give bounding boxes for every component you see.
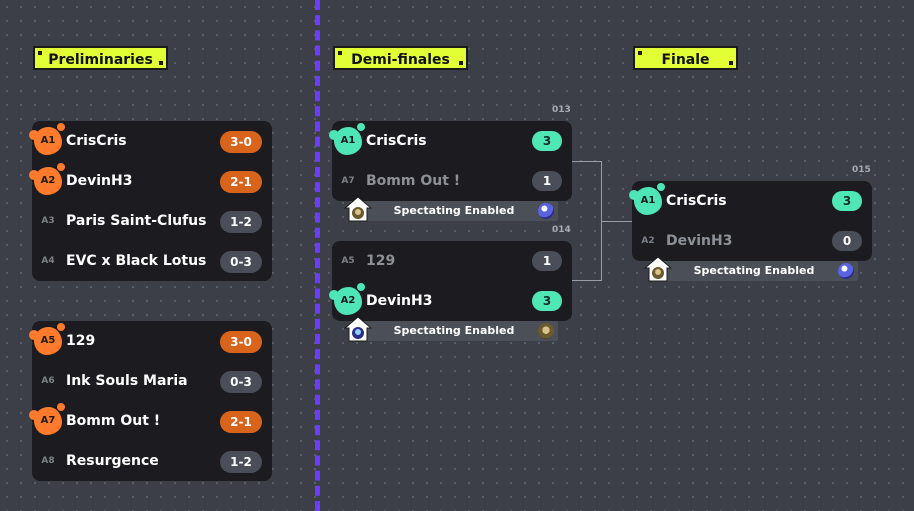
group-card: A5 129 3-0 A6 Ink Souls Maria 0-3 A7 Bom… — [29, 321, 272, 481]
match-score: 1 — [532, 171, 562, 191]
match-score: 0 — [832, 231, 862, 251]
team-name: Bomm Out ! — [66, 413, 161, 429]
match-score: 3 — [532, 131, 562, 151]
group-card: A1 CrisCris 3-0 A2 DevinH3 2-1 A3 Paris … — [29, 121, 272, 281]
group-team-row[interactable]: A1 CrisCris 3-0 — [29, 121, 272, 161]
match-score: 1 — [532, 251, 562, 271]
spectate-bar[interactable]: Spectating Enabled — [644, 256, 858, 282]
spectate-bar[interactable]: Spectating Enabled — [344, 316, 558, 342]
team-record: 2-1 — [220, 171, 262, 193]
team-name: DevinH3 — [366, 293, 433, 309]
stage-divider — [315, 0, 320, 511]
team-record: 3-0 — [220, 331, 262, 353]
team-name: Paris Saint-Clufus — [66, 213, 207, 229]
team-name: DevinH3 — [66, 173, 133, 189]
team-record: 2-1 — [220, 411, 262, 433]
team-name: 129 — [366, 253, 396, 269]
group-team-row[interactable]: A7 Bomm Out ! 2-1 — [29, 401, 272, 441]
seed-splat-icon: A1 — [29, 123, 65, 155]
player-avatar-icon — [538, 203, 554, 219]
team-record: 1-2 — [220, 211, 262, 233]
house-icon — [344, 316, 372, 342]
house-icon — [644, 256, 672, 282]
player-avatar-icon — [838, 263, 854, 279]
seed-label: A6 — [41, 376, 55, 386]
match-card[interactable]: A5 129 1 A2 DevinH3 3 — [329, 241, 572, 321]
stage-title-preliminaries: Preliminaries — [33, 46, 168, 70]
stage-title-label: Preliminaries — [48, 52, 153, 68]
spectate-label: Spectating Enabled — [393, 204, 515, 217]
seed-label: A3 — [41, 216, 55, 226]
match-team-row[interactable]: A7 Bomm Out ! 1 — [332, 161, 572, 201]
seed-label: A2 — [641, 236, 655, 246]
team-name: Ink Souls Maria — [66, 373, 188, 389]
match-team-row[interactable]: A2 DevinH3 0 — [632, 221, 872, 261]
match-id: 013 — [552, 105, 571, 115]
team-name: CrisCris — [366, 133, 427, 149]
match-team-row[interactable]: A1 CrisCris 3 — [629, 181, 872, 221]
match-team-row[interactable]: A5 129 1 — [332, 241, 572, 281]
team-name: Resurgence — [66, 453, 159, 469]
match-card[interactable]: A1 CrisCris 3 A7 Bomm Out ! 1 — [329, 121, 572, 201]
seed-splat-icon: A5 — [29, 323, 65, 355]
spectate-bar[interactable]: Spectating Enabled — [344, 196, 558, 222]
stage-title-demi-finales: Demi-finales — [333, 46, 468, 70]
match-card[interactable]: A1 CrisCris 3 A2 DevinH3 0 — [629, 181, 872, 261]
stage-title-label: Demi-finales — [351, 52, 450, 68]
seed-label: A5 — [341, 256, 355, 266]
group-team-row[interactable]: A5 129 3-0 — [29, 321, 272, 361]
stage-title-label: Finale — [661, 52, 710, 68]
stage-title-finale: Finale — [633, 46, 738, 70]
bracket-connector-line — [602, 221, 632, 222]
team-name: CrisCris — [66, 133, 127, 149]
team-record: 3-0 — [220, 131, 262, 153]
house-icon — [344, 196, 372, 222]
group-team-row[interactable]: A8 Resurgence 1-2 — [32, 441, 272, 481]
group-team-row[interactable]: A2 DevinH3 2-1 — [29, 161, 272, 201]
seed-splat-icon: A2 — [329, 283, 365, 315]
match-score: 3 — [532, 291, 562, 311]
seed-label: A4 — [41, 256, 55, 266]
team-name: DevinH3 — [666, 233, 733, 249]
team-name: 129 — [66, 333, 96, 349]
seed-splat-icon: A1 — [329, 123, 365, 155]
spectate-label: Spectating Enabled — [693, 264, 815, 277]
seed-label: A7 — [341, 176, 355, 186]
match-id: 014 — [552, 225, 571, 235]
match-score: 3 — [832, 191, 862, 211]
team-record: 1-2 — [220, 451, 262, 473]
team-name: Bomm Out ! — [366, 173, 461, 189]
match-team-row[interactable]: A2 DevinH3 3 — [329, 281, 572, 321]
player-avatar-icon — [538, 323, 554, 339]
group-team-row[interactable]: A6 Ink Souls Maria 0-3 — [32, 361, 272, 401]
group-team-row[interactable]: A4 EVC x Black Lotus 0-3 — [32, 241, 272, 281]
seed-splat-icon: A1 — [629, 183, 665, 215]
team-name: EVC x Black Lotus — [66, 253, 207, 269]
team-name: CrisCris — [666, 193, 727, 209]
seed-splat-icon: A2 — [29, 163, 65, 195]
group-team-row[interactable]: A3 Paris Saint-Clufus 1-2 — [32, 201, 272, 241]
spectate-label: Spectating Enabled — [393, 324, 515, 337]
team-record: 0-3 — [220, 371, 262, 393]
match-team-row[interactable]: A1 CrisCris 3 — [329, 121, 572, 161]
seed-splat-icon: A7 — [29, 403, 65, 435]
match-id: 015 — [852, 165, 871, 175]
team-record: 0-3 — [220, 251, 262, 273]
seed-label: A8 — [41, 456, 55, 466]
bracket-connector — [572, 161, 602, 281]
